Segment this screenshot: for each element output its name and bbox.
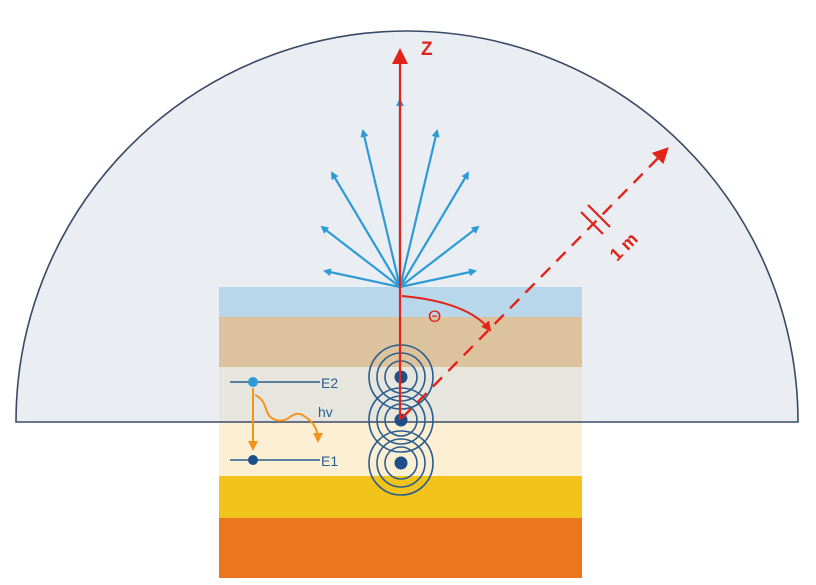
- z-axis-label: Z: [421, 39, 433, 60]
- distance-line: [401, 147, 669, 419]
- electron-e2: [248, 377, 258, 387]
- level-e1-label: E1: [321, 453, 338, 469]
- emission-arrow: [399, 268, 477, 289]
- emission-arrow: [360, 129, 402, 288]
- emission-arrow: [320, 225, 401, 288]
- atom-lower: [368, 430, 434, 496]
- emission-arrow: [398, 129, 440, 288]
- emission-arrow: [330, 171, 401, 288]
- emission-arrow: [399, 171, 470, 288]
- layer-bottom-orange: [219, 518, 582, 578]
- break-symbol: [580, 204, 611, 235]
- theta-arc: [401, 295, 492, 332]
- level-e2-label: E2: [321, 375, 338, 391]
- layer-yellow: [219, 476, 582, 518]
- electron-e1: [248, 455, 258, 465]
- emission-arrow: [323, 268, 401, 289]
- energy-level-diagram: E2 E1 hv: [230, 375, 338, 469]
- photon-label: hv: [318, 404, 333, 420]
- photon-wavy-arrow: [254, 394, 323, 443]
- theta-label: Θ: [428, 307, 441, 326]
- hemisphere: [15, 30, 799, 423]
- emission-arrow: [399, 225, 480, 288]
